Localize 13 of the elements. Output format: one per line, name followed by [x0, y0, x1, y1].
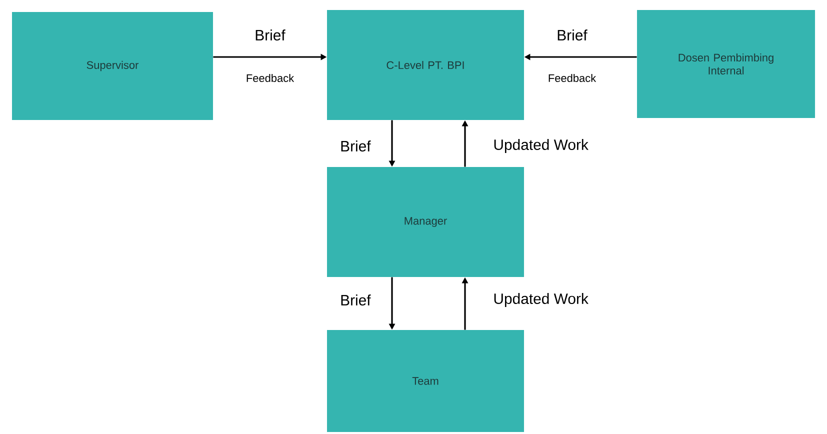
edge-label: Updated Work: [494, 293, 588, 307]
edge-label: Brief: [558, 30, 588, 40]
edge-label: Brief: [341, 294, 371, 306]
edge-label: Brief: [256, 30, 286, 40]
process-box: Dosen Pembimbing Internal: [637, 10, 815, 118]
edge-label: Brief: [341, 140, 371, 152]
line-label: Feedback: [246, 74, 294, 82]
line-label: Feedback: [548, 74, 596, 82]
process-box: Manager: [327, 167, 524, 277]
process-box: C-Level PT. BPI: [327, 10, 524, 120]
process-box: Team: [327, 330, 524, 432]
process-box: Supervisor: [12, 12, 213, 120]
edge-label: Updated Work: [494, 139, 588, 153]
